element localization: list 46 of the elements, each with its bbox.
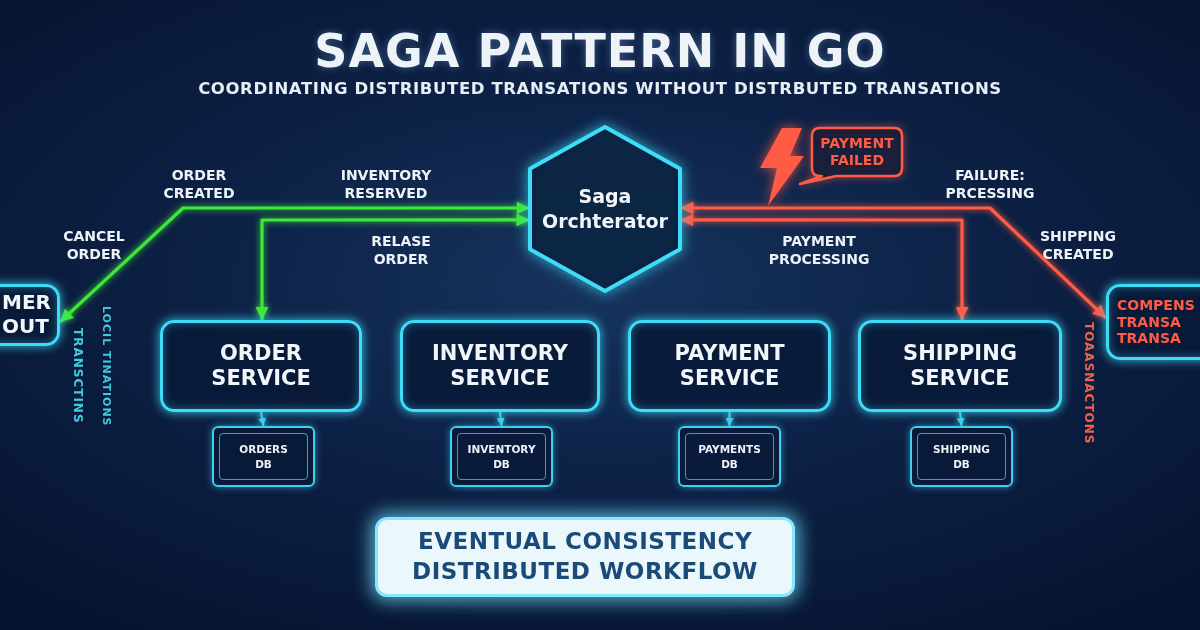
arrow — [680, 213, 969, 320]
database-box — [450, 426, 553, 487]
arrow — [680, 201, 1108, 320]
flow-label: SHIPPING CREATED — [1040, 227, 1116, 263]
service-name: ORDER SERVICE — [211, 341, 311, 391]
service-name: PAYMENT SERVICE — [674, 341, 785, 391]
arrow — [58, 201, 530, 324]
edge-label: RELASE ORDER — [371, 232, 431, 268]
database-label: PAYMENTS DB — [698, 442, 761, 471]
database-box — [212, 426, 315, 487]
speech-bubble — [796, 126, 904, 186]
orchestrator-label: Saga Orchterator — [542, 184, 668, 234]
service-box — [0, 284, 60, 346]
compensation-box — [1106, 284, 1200, 360]
service-box — [160, 320, 362, 412]
banner-text: EVENTUAL CONSISTENCY DISTRIBUTED WORKFLOW — [411, 527, 759, 586]
edge-label: PAYMENT PROCESSING — [768, 232, 870, 268]
service-name: INVENTORY SERVICE — [432, 341, 568, 391]
flow-label: CANCEL ORDER — [63, 227, 125, 263]
database-box — [910, 426, 1013, 487]
vertical-note: TRANSCTINS — [72, 328, 84, 424]
database-box — [678, 426, 781, 487]
title: SAGA PATTERN IN GO — [314, 28, 886, 74]
subtitle: COORDINATING DISTRIBUTED TRANSATIONS WITHOUT DISTRBUTED TRANSATIONS — [198, 80, 1002, 99]
alert-text: PAYMENT FAILED — [820, 135, 894, 169]
summary-banner — [375, 517, 795, 597]
service-box — [858, 320, 1062, 412]
arrow — [496, 411, 505, 427]
arrow — [255, 213, 530, 320]
arrow — [725, 411, 734, 427]
edge-label: FAILURE: PRCESSING — [945, 166, 1035, 202]
flow-label: INVENTORY RESERVED — [340, 166, 432, 202]
arrow — [956, 411, 965, 427]
service-box — [400, 320, 600, 412]
database-label: ORDERS DB — [239, 442, 288, 471]
database-label: SHIPPING DB — [933, 442, 990, 471]
service-name: SHIPPING SERVICE — [903, 341, 1017, 391]
vertical-note: LOCIL TINATIONS — [101, 306, 112, 427]
vertical-note: TOAASNACTONS — [1083, 322, 1095, 445]
orchestrator-hexagon — [528, 125, 682, 293]
service-name: MER OUT — [2, 291, 51, 339]
box-label: COMPENS TRANSA TRANSA — [1117, 296, 1195, 348]
service-box — [628, 320, 831, 412]
arrow — [258, 411, 267, 427]
database-label: INVENTORY DB — [467, 442, 536, 471]
edge-label: ORDER CREATED — [163, 166, 235, 202]
